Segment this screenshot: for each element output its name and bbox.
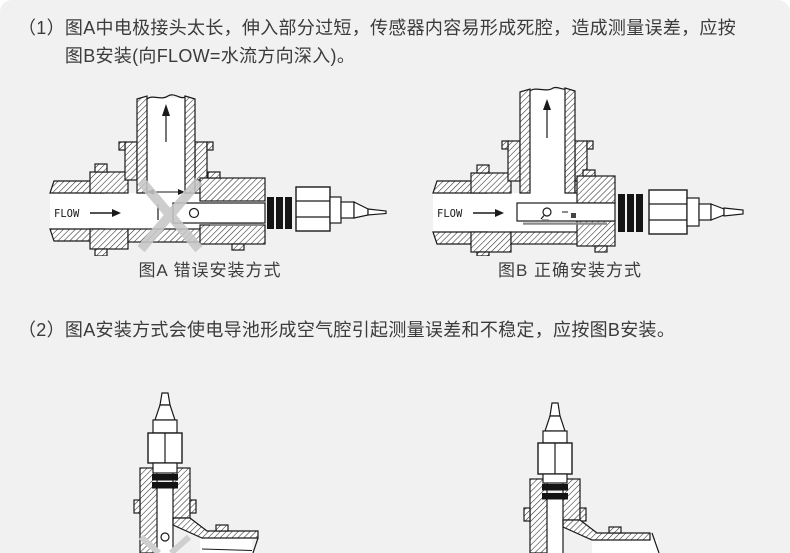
pipe-cut-line [651,532,660,553]
paragraph-1-marker: （1） [18,18,65,38]
paragraph-2-marker: （2） [18,320,65,340]
probe-bore [157,488,173,553]
cross-mark-icon [139,534,191,553]
sensor-probe [157,202,266,227]
pipe-inner-line [201,548,253,551]
seal-rings [542,484,568,500]
pipe-cross-section [49,95,266,256]
vertical-channel [147,98,185,193]
paragraph-1-line1: 图A中电极接头太长，伸入部分过短，传感器内容易形成死腔，造成测量误差，应按 [64,18,737,38]
vertical-channel [530,90,565,193]
pipe-break-line [146,94,186,100]
seal-rings [618,194,643,232]
flow-arrow-icon [90,209,121,217]
cross-mark-icon [137,177,203,253]
flow-label: FLOW [437,208,463,220]
figure-a-diagram: FLOW [49,94,387,256]
up-arrow-icon [543,99,551,138]
pipe-cross-section [432,87,616,256]
figure-a-caption: 图A 错误安装方式 [138,261,282,280]
sensor-probe [516,202,616,225]
paragraph-2-text: 图A安装方式会使电导池形成空气腔引起测量误差和不稳定，应按图B安装。 [64,320,676,340]
flow-label: FLOW [54,208,80,220]
figure-b-diagram: FLOW [432,86,744,256]
sensor-connector [537,402,573,484]
seal-rings [152,474,178,489]
seal-rings [267,197,292,229]
flow-arrow-icon [473,209,504,217]
up-arrow-icon [162,104,170,142]
sensor-connector [295,186,387,232]
paragraph-1-text: 图A中电极接头太长，伸入部分过短，传感器内容易形成死腔，造成测量误差，应按图B安… [65,14,762,70]
pipe-cut-line [252,537,259,553]
probe-bore [547,499,563,553]
paragraph-2: （2） 图A安装方式会使电导池形成空气腔引起测量误差和不稳定，应按图B安装。 [18,316,762,344]
paragraph-1: （1） 图A中电极接头太长，伸入部分过短，传感器内容易形成死腔，造成测量误差，应… [18,14,762,70]
figure-c-diagram [133,392,259,553]
figure-b-caption: 图B 正确安装方式 [497,261,643,280]
sensor-connector [147,392,183,474]
gland-cross-section [133,467,259,553]
sensor-probe [160,518,174,553]
sensor-connector [648,189,744,235]
pipe-break-line [529,86,566,92]
paragraph-1-line2: 图B安装(向FLOW=水流方向深入)。 [64,46,356,66]
figure-d-diagram [523,402,660,553]
